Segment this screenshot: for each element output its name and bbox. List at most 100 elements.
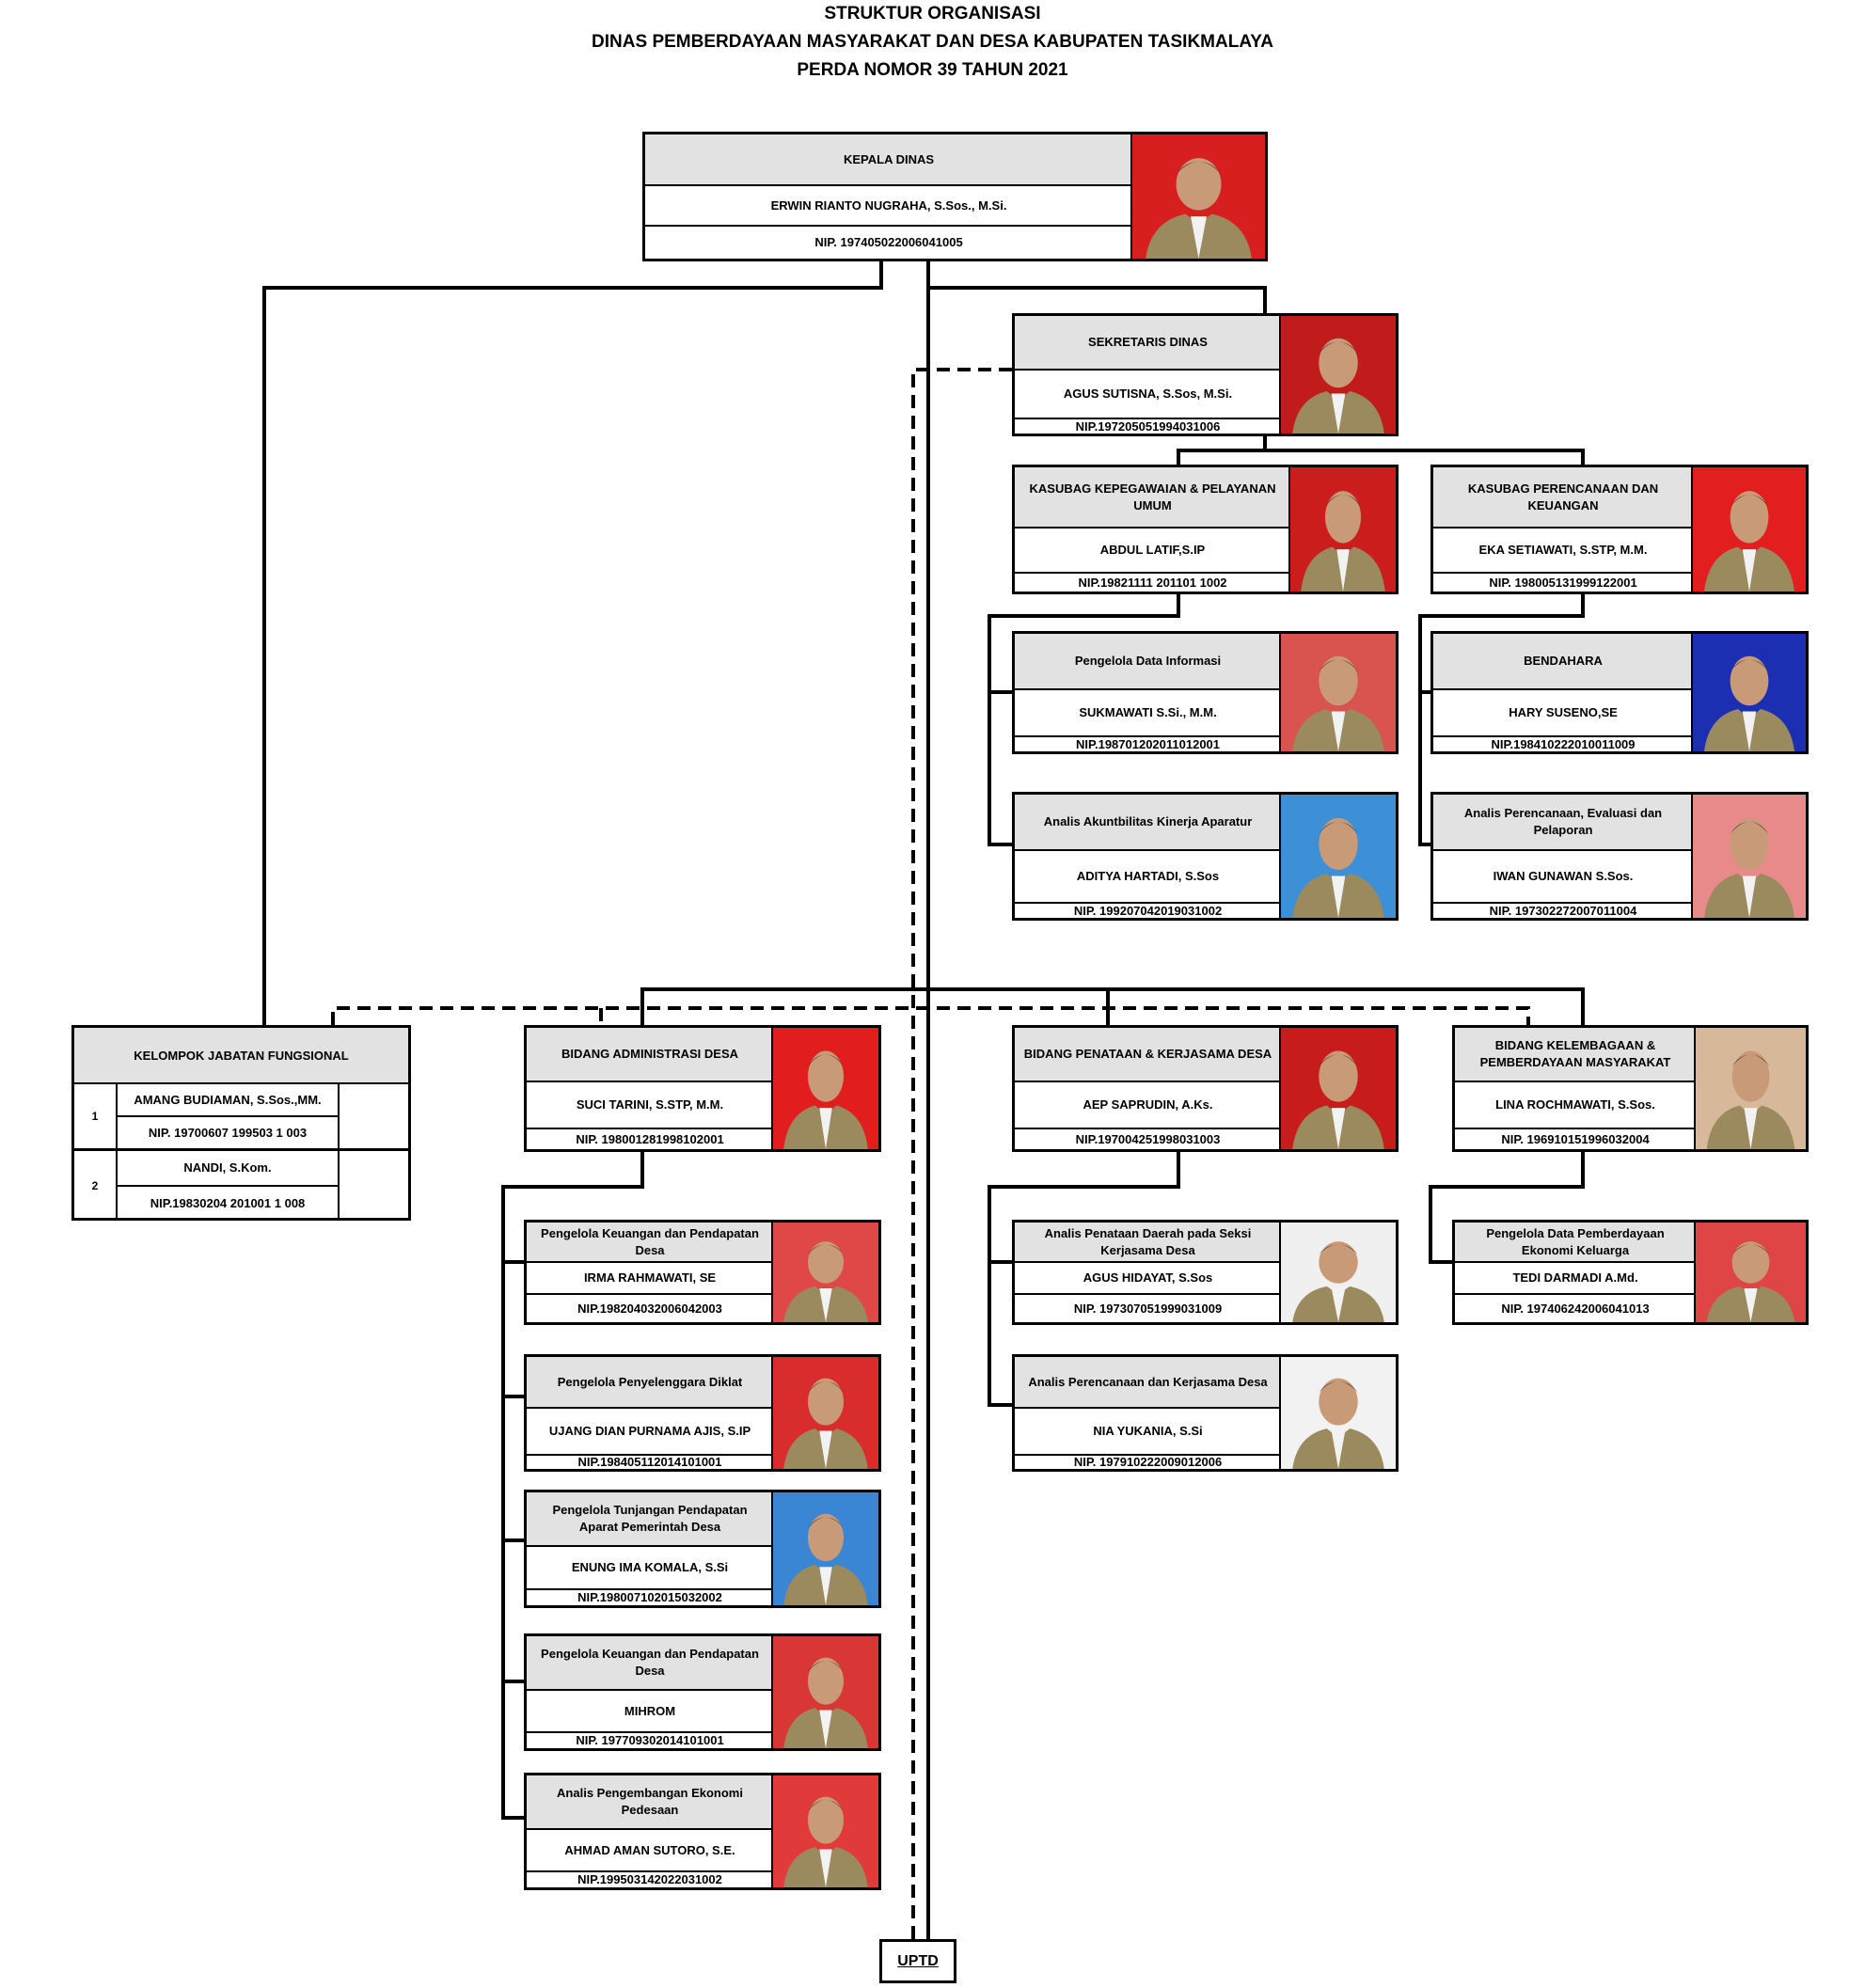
position-title: BENDAHARA: [1433, 634, 1693, 690]
position-title: Analis Akuntbilitas Kinerja Aparatur: [1015, 795, 1281, 851]
portrait-photo: [1694, 1028, 1806, 1149]
person-nip: NIP. 198005131999122001: [1489, 575, 1637, 590]
person-name: UJANG DIAN PURNAMA AJIS, S.IP: [527, 1409, 773, 1456]
person-nip: NIP.198204032006042003: [577, 1301, 722, 1316]
person-name: AGUS SUTISNA, S.Sos, M.Si.: [1015, 371, 1281, 419]
portrait-photo: [1691, 795, 1806, 918]
person-nip: NIP.198007102015032002: [577, 1590, 722, 1604]
position-title: KASUBAG PERENCANAAN DAN KEUANGAN: [1433, 467, 1693, 529]
position-title: Pengelola Keuangan dan Pendapatan Desa: [527, 1636, 773, 1691]
position-title: Pengelola Data Pemberdayaan Ekonomi Kelu…: [1455, 1223, 1696, 1263]
person-name: ABDUL LATIF,S.IP: [1015, 529, 1290, 574]
position-title: Analis Pengembangan Ekonomi Pedesaan: [527, 1775, 773, 1830]
portrait-photo: [771, 1028, 878, 1149]
position-card-analis-penataan-daerah: Analis Penataan Daerah pada Seksi Kerjas…: [1012, 1220, 1399, 1325]
portrait-photo: [1691, 467, 1806, 592]
person-name: LINA ROCHMAWATI, S.Sos.: [1455, 1082, 1696, 1129]
portrait-photo: [771, 1223, 878, 1322]
person-name: NIA YUKANIA, S.Si: [1015, 1409, 1281, 1456]
kjf-member: 1 AMANG BUDIAMAN, S.Sos.,MM. NIP. 197006…: [74, 1084, 408, 1151]
person-name: TEDI DARMADI A.Md.: [1455, 1263, 1696, 1295]
position-title: Analis Perencanaan dan Kerjasama Desa: [1015, 1357, 1281, 1409]
kjf-member-number: 2: [74, 1151, 118, 1220]
line-to-kasubag: [1177, 436, 1585, 465]
portrait-photo: [771, 1492, 878, 1605]
line-penataan-children: [988, 1152, 1180, 1407]
line-kepeg-children: [988, 594, 1180, 846]
kjf-member-name: NANDI, S.Kom.: [118, 1151, 338, 1187]
position-title: BIDANG KELEMBAGAAN & PEMBERDAYAAN MASYAR…: [1455, 1028, 1696, 1082]
person-nip: NIP. 198001281998102001: [576, 1131, 724, 1146]
portrait-photo: [1691, 634, 1806, 751]
position-title: KEPALA DINAS: [645, 134, 1132, 186]
line-renc-children: [1418, 594, 1585, 846]
position-title: SEKRETARIS DINAS: [1015, 316, 1281, 371]
person-nip: NIP. 197910222009012006: [1073, 1455, 1223, 1469]
person-name: MIHROM: [527, 1691, 773, 1733]
person-name: SUCI TARINI, S.STP, M.M.: [527, 1082, 773, 1129]
position-title: BIDANG ADMINISTRASI DESA: [527, 1028, 773, 1082]
portrait-photo: [1288, 467, 1396, 592]
kjf-member-nip: NIP. 19700607 199503 1 003: [148, 1126, 308, 1140]
person-nip: NIP. 197307051999031009: [1073, 1301, 1223, 1316]
position-title: Pengelola Penyelenggara Diklat: [527, 1357, 773, 1409]
position-card-pengelola-ekonomi-keluarga: Pengelola Data Pemberdayaan Ekonomi Kelu…: [1452, 1220, 1809, 1325]
position-card-analis-perencanaan: Analis Perencanaan, Evaluasi dan Pelapor…: [1430, 792, 1809, 921]
portrait-photo: [1279, 1223, 1396, 1322]
position-title: Analis Penataan Daerah pada Seksi Kerjas…: [1015, 1223, 1281, 1263]
dashed-coordination-bus: [331, 1006, 1530, 1025]
person-name: ERWIN RIANTO NUGRAHA, S.Sos., M.Si.: [645, 186, 1132, 227]
portrait-photo: [771, 1357, 878, 1469]
portrait-photo: [1279, 1357, 1396, 1469]
position-title: BIDANG PENATAAN & KERJASAMA DESA: [1015, 1028, 1281, 1082]
portrait-photo: [1279, 634, 1396, 751]
person-name: HARY SUSENO,SE: [1433, 690, 1693, 737]
position-card-bidang-kelembagaan: BIDANG KELEMBAGAAN & PEMBERDAYAAN MASYAR…: [1452, 1025, 1809, 1152]
person-nip: NIP. 197405022006041005: [814, 235, 963, 249]
position-title: Analis Perencanaan, Evaluasi dan Pelapor…: [1433, 795, 1693, 851]
position-title: Pengelola Keuangan dan Pendapatan Desa: [527, 1223, 773, 1263]
line-admin-children: [501, 1152, 644, 1820]
person-name: ENUNG IMA KOMALA, S.Si: [527, 1547, 773, 1590]
person-nip: NIP. 199207042019031002: [1073, 903, 1223, 918]
person-name: SUKMAWATI S.Si., M.M.: [1015, 690, 1281, 737]
kelompok-jabatan-fungsional: KELOMPOK JABATAN FUNGSIONAL 1 AMANG BUDI…: [71, 1025, 411, 1221]
position-title: KASUBAG KEPEGAWAIAN & PELAYANAN UMUM: [1015, 467, 1290, 529]
person-nip: NIP. 197302272007011004: [1489, 903, 1637, 918]
person-nip: NIP.199503142022031002: [577, 1872, 722, 1886]
person-nip: NIP.19821111 201101 1002: [1078, 575, 1227, 590]
person-nip: NIP.198701202011012001: [1075, 736, 1221, 751]
person-name: EKA SETIAWATI, S.STP, M.M.: [1433, 529, 1693, 574]
person-name: IWAN GUNAWAN S.Sos.: [1433, 851, 1693, 904]
portrait-photo: [1130, 134, 1265, 259]
portrait-photo: [771, 1636, 878, 1748]
header-line-3: PERDA NOMOR 39 TAHUN 2021: [797, 60, 1068, 80]
dashed-coordination-line: [911, 368, 1012, 1939]
line-to-sekretaris: [928, 286, 1267, 313]
kjf-member-nip: NIP.19830204 201001 1 008: [150, 1195, 306, 1210]
kjf-member: 2 NANDI, S.Kom. NIP.19830204 201001 1 00…: [74, 1151, 408, 1220]
position-card-pengelola-tunjangan: Pengelola Tunjangan Pendapatan Aparat Pe…: [524, 1490, 881, 1608]
portrait-photo: [1694, 1223, 1806, 1322]
position-title: Pengelola Data Informasi: [1015, 634, 1281, 690]
uptd-box: UPTD: [879, 1939, 956, 1983]
person-nip: NIP. 197709302014101001: [576, 1733, 724, 1747]
portrait-photo: [1279, 1028, 1396, 1149]
person-nip: NIP.197205051994031006: [1075, 418, 1221, 434]
person-name: AGUS HIDAYAT, S.Sos: [1015, 1263, 1281, 1295]
header-line-1: STRUKTUR ORGANISASI: [824, 4, 1041, 24]
chart-header: STRUKTUR ORGANISASI DINAS PEMBERDAYAAN M…: [0, 0, 1865, 85]
portrait-photo: [1279, 316, 1396, 434]
person-nip: NIP.198405112014101001: [577, 1455, 722, 1469]
